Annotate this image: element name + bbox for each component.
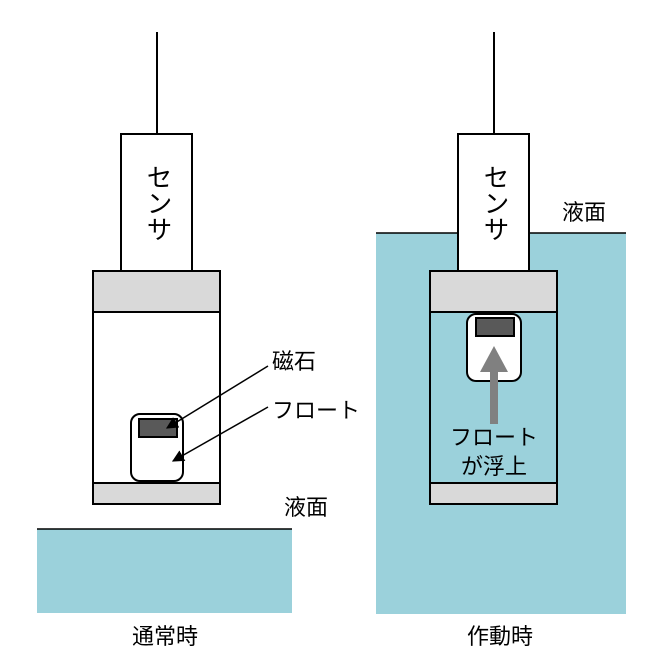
magnet-callout-line bbox=[165, 365, 269, 429]
housing-bottom-cap bbox=[429, 482, 558, 505]
float-label: フロート bbox=[272, 399, 360, 424]
float-callout-line bbox=[171, 406, 269, 462]
sensor-label: センサ bbox=[142, 164, 172, 242]
float-rise-arrow-head bbox=[480, 346, 508, 372]
float-rise-label-line1: フロート bbox=[450, 426, 538, 451]
active-state-panel: 液面 センサ フロート が浮上 作動時 bbox=[376, 32, 626, 650]
magnet bbox=[138, 418, 178, 438]
liquid-pool bbox=[37, 529, 292, 613]
active-state-caption: 作動時 bbox=[467, 625, 533, 650]
magnet-label: 磁石 bbox=[272, 350, 316, 375]
magnet bbox=[475, 317, 515, 337]
normal-state-caption: 通常時 bbox=[132, 625, 198, 650]
liquid-surface-label: 液面 bbox=[562, 201, 606, 226]
housing-top-cap bbox=[92, 270, 221, 313]
sensor-label: センサ bbox=[479, 164, 509, 242]
liquid-surface-label: 液面 bbox=[284, 496, 328, 521]
housing-bottom-cap bbox=[92, 482, 221, 505]
housing-top-cap bbox=[429, 270, 558, 313]
normal-state-panel: センサ 磁石 フロート 液面 通常時 bbox=[37, 32, 360, 650]
float-rise-label-line2: が浮上 bbox=[461, 455, 527, 480]
